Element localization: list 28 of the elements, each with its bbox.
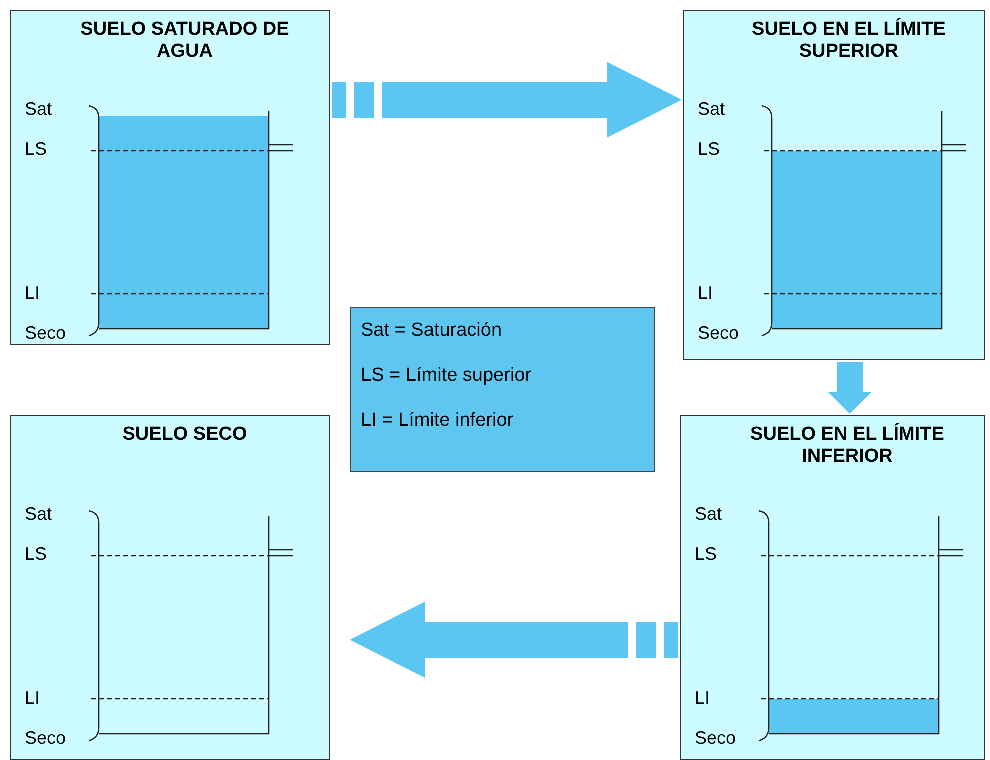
legend-text: Sat = Saturación — [361, 320, 502, 342]
legend-text: LI = Límite inferior — [361, 410, 514, 432]
level-label: LS — [25, 544, 48, 564]
level-label: LI — [25, 283, 40, 303]
level-label: Seco — [695, 728, 736, 748]
panel-title: SUELO SATURADO DE AGUA — [80, 19, 290, 63]
level-label: Seco — [25, 728, 66, 748]
level-label: LI — [695, 688, 710, 708]
level-label: LI — [698, 283, 714, 303]
level-label: LS — [698, 139, 720, 159]
soil-panel — [10, 10, 330, 345]
level-label: Sat — [698, 99, 726, 119]
level-label: LS — [25, 139, 48, 159]
legend-text: LS = Límite superior — [361, 365, 532, 387]
soil-panel — [680, 415, 985, 760]
level-label: LI — [25, 688, 40, 708]
level-label: Sat — [25, 99, 52, 119]
level-label: Sat — [25, 504, 52, 524]
soil-panel — [10, 415, 330, 760]
level-label: Sat — [695, 504, 722, 524]
panel-title: SUELO EN EL LÍMITE SUPERIOR — [751, 19, 947, 63]
level-label: Seco — [698, 323, 740, 343]
level-label: LS — [695, 544, 718, 564]
panel-title: SUELO SECO — [122, 424, 248, 446]
soil-panel — [683, 10, 985, 360]
level-label: Seco — [25, 323, 66, 343]
panel-title: SUELO EN EL LÍMITE INFERIOR — [750, 424, 946, 468]
legend-box — [350, 307, 655, 472]
